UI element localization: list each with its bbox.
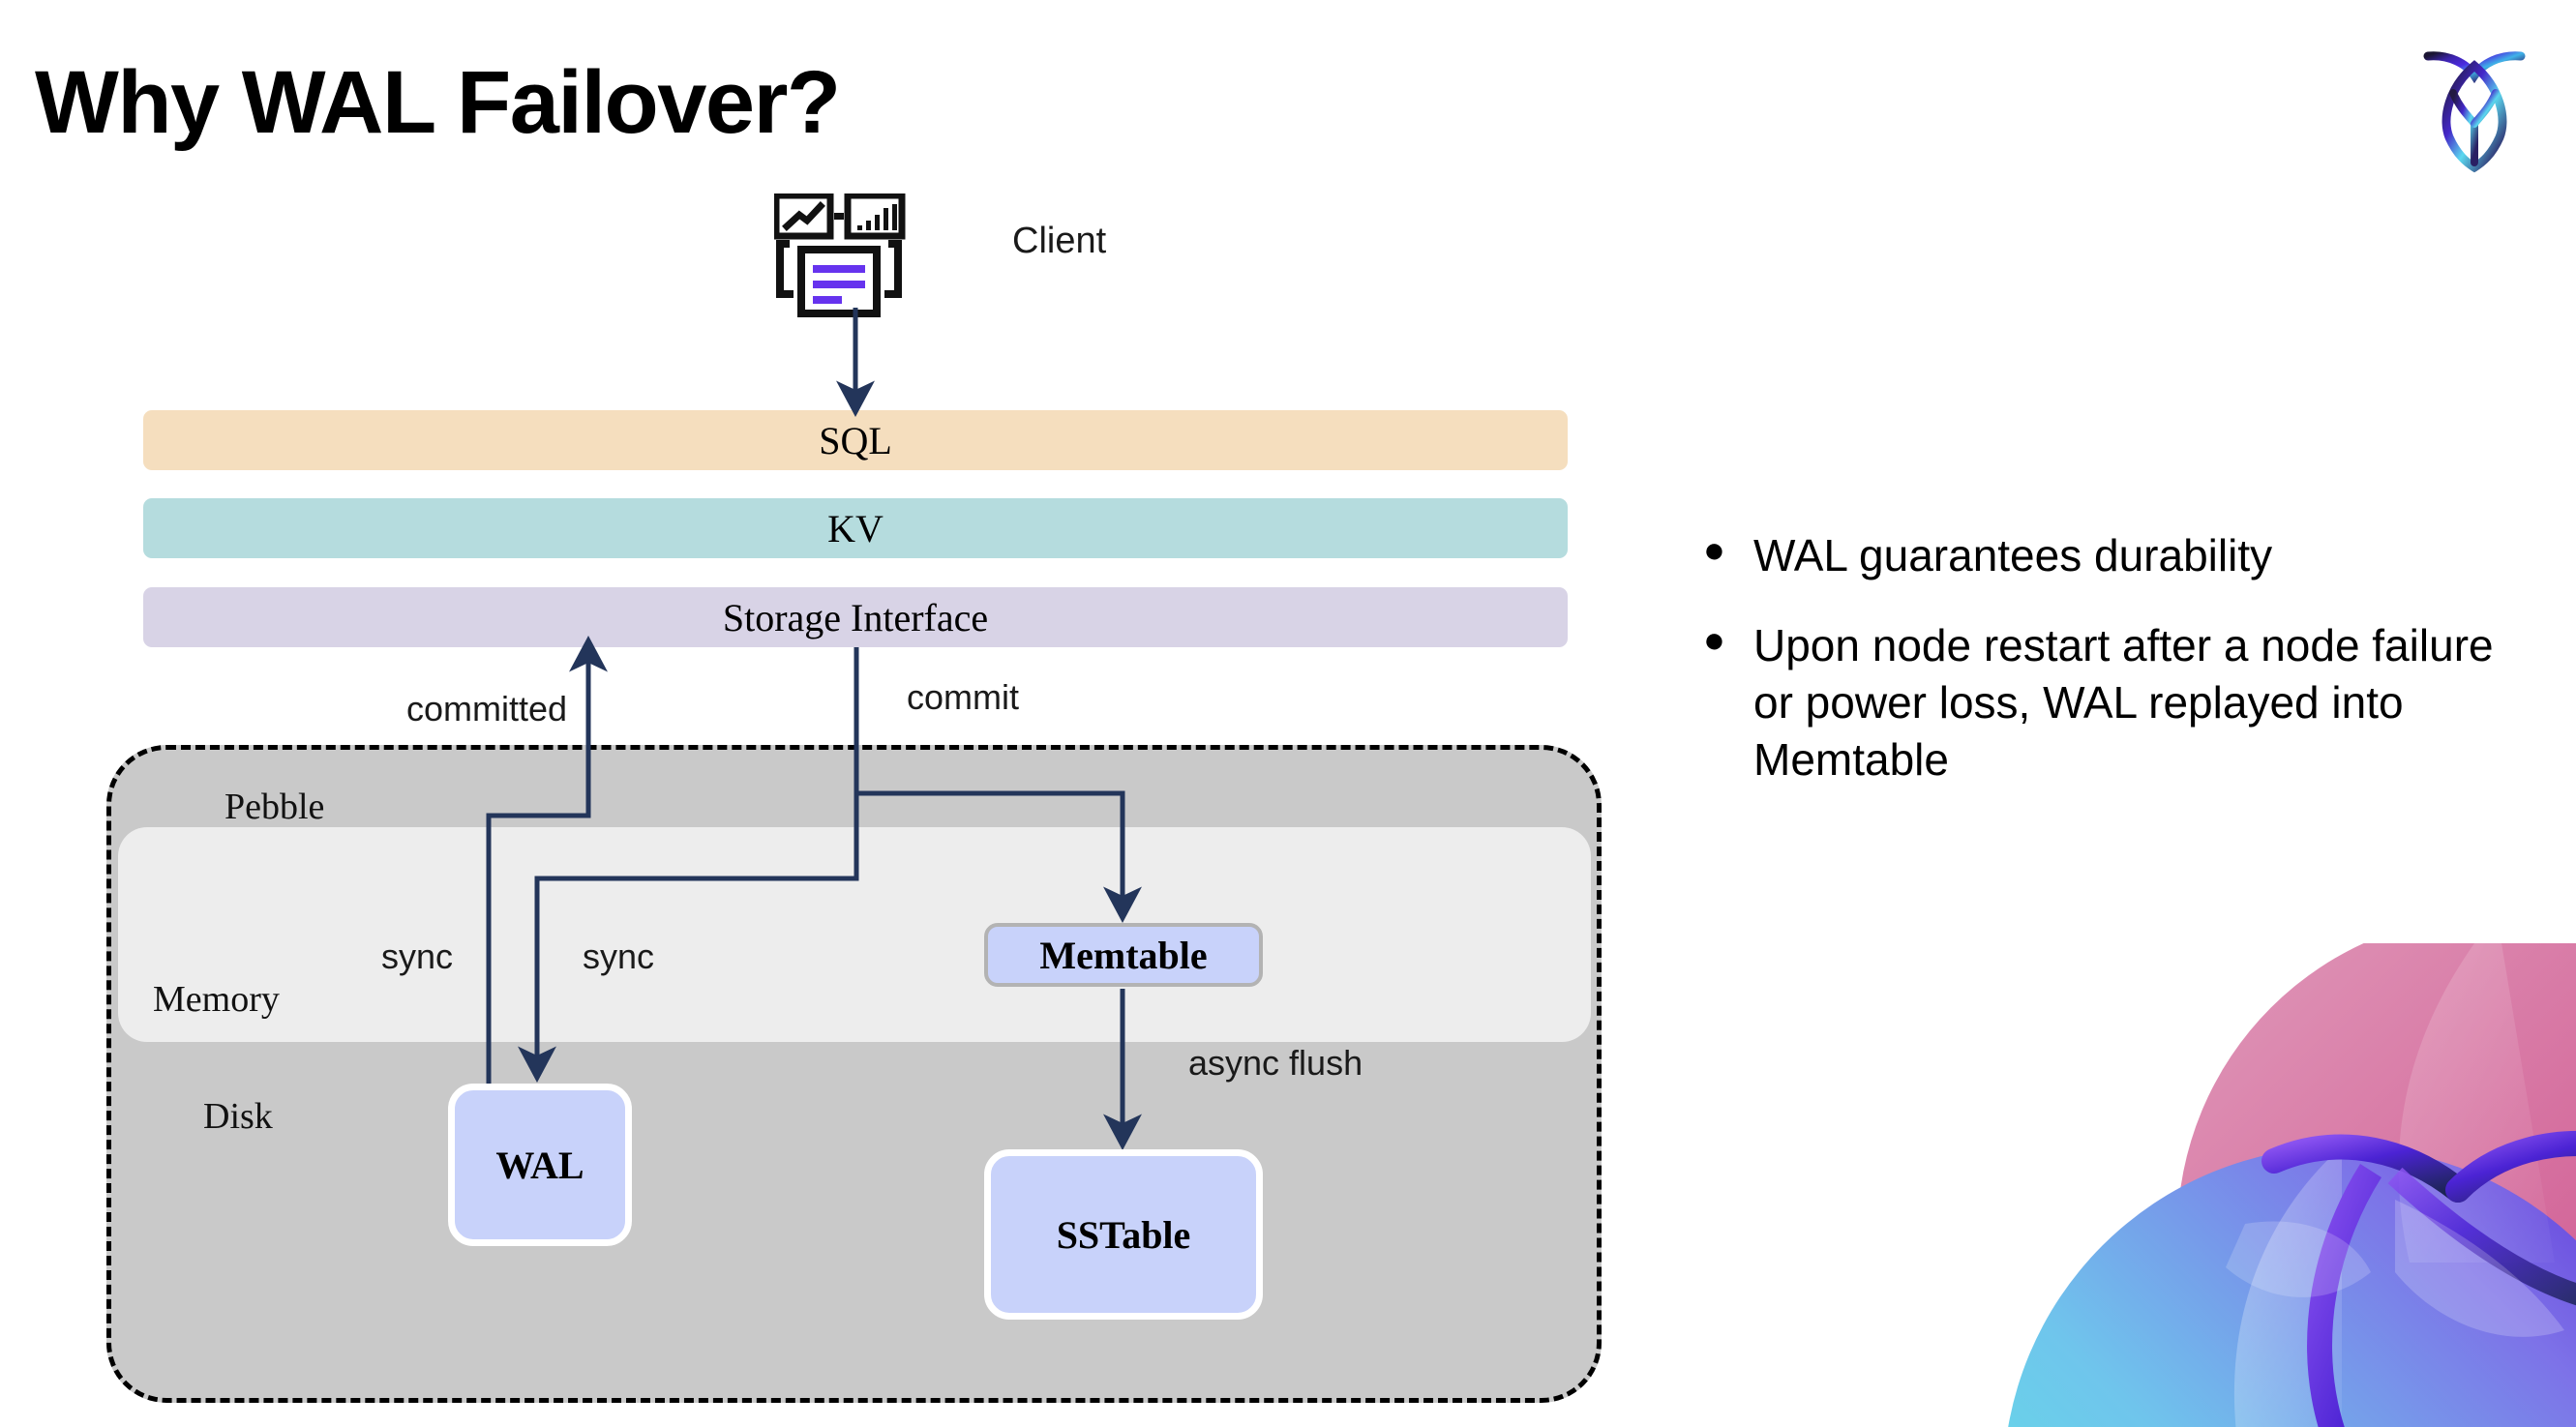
arrow-label-committed: committed [406, 689, 568, 728]
cockroachdb-logo-icon [2407, 35, 2542, 175]
list-item: ● WAL guarantees durability [1703, 527, 2535, 584]
client-label: Client [1012, 221, 1107, 261]
node-wal: WAL [448, 1084, 632, 1246]
bullet-text: WAL guarantees durability [1753, 530, 2273, 580]
arrow-label-async-flush: async flush [1188, 1043, 1363, 1083]
stack-layer-kv-label: KV [827, 506, 884, 550]
arrow-label-sync-right: sync [583, 936, 655, 976]
node-memtable-label: Memtable [1039, 933, 1208, 977]
memory-label: Memory [153, 979, 280, 1020]
list-item: ● Upon node restart after a node failure… [1703, 617, 2535, 788]
node-wal-label: WAL [495, 1143, 584, 1187]
bullet-marker-icon: ● [1703, 619, 1725, 661]
memory-region [118, 827, 1591, 1042]
bullet-list: ● WAL guarantees durability ● Upon node … [1703, 527, 2535, 821]
stack-layer-storage-interface: Storage Interface [143, 587, 1568, 647]
disk-label: Disk [203, 1096, 273, 1137]
stack-layer-kv: KV [143, 498, 1568, 558]
cockroachdb-decorative-art-icon [1955, 943, 2576, 1427]
pebble-label: Pebble [225, 787, 325, 827]
node-sstable-label: SSTable [1056, 1212, 1191, 1257]
stack-layer-sql: SQL [143, 410, 1568, 470]
page-title: Why WAL Failover? [35, 53, 841, 152]
stack-layer-sql-label: SQL [819, 418, 892, 462]
bullet-text: Upon node restart after a node failure o… [1753, 619, 2494, 785]
node-memtable: Memtable [984, 923, 1263, 987]
arrow-label-commit: commit [907, 677, 1019, 717]
client-monitor-icon [772, 192, 929, 319]
stack-layer-storage-label: Storage Interface [722, 595, 989, 639]
arrow-label-sync-left: sync [381, 936, 454, 976]
node-sstable: SSTable [984, 1149, 1263, 1320]
bullet-marker-icon: ● [1703, 530, 1725, 571]
